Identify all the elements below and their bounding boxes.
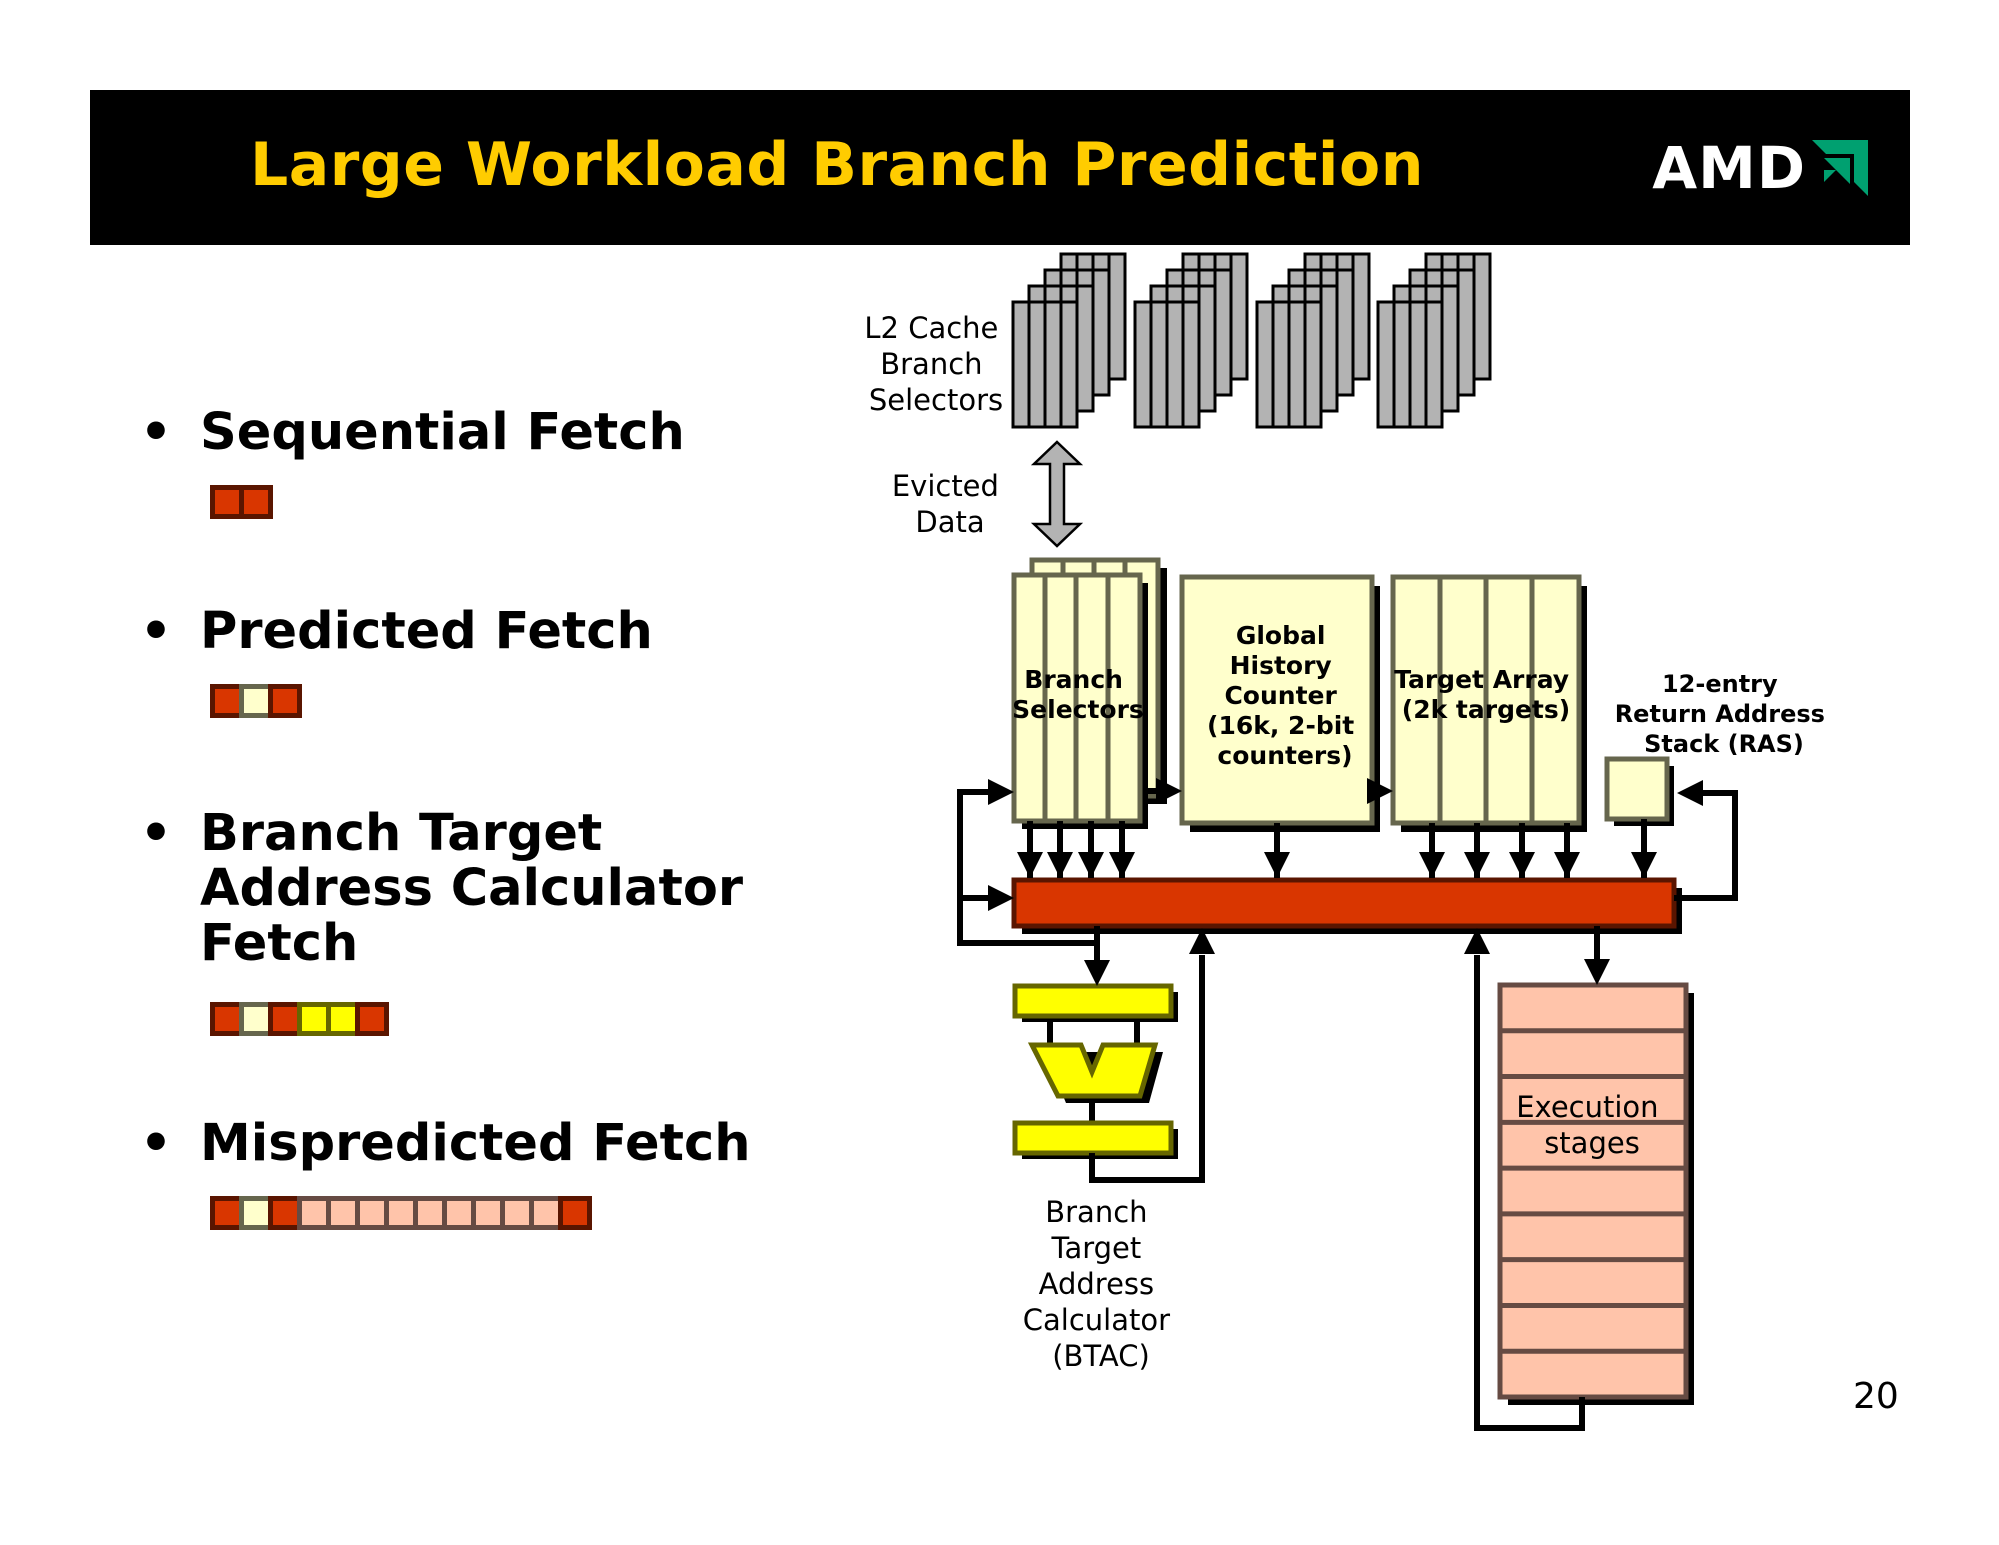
logo-text: AMD [1652, 134, 1806, 202]
bullet-label: Sequential Fetch [200, 403, 685, 462]
bullet-label-line-3: Fetch [200, 914, 359, 973]
btac-block [1012, 983, 1178, 1159]
arrow-right-icon [1156, 778, 1182, 804]
arrow-down-icon [1109, 852, 1135, 878]
fetch-cell-cream [239, 684, 273, 718]
page-number: 20 [1853, 1376, 1899, 1417]
arrow-down-icon [1509, 852, 1535, 878]
arrow-left-icon [1677, 780, 1703, 806]
evicted-data-label: Evicted Data [892, 469, 1008, 539]
l2-cache-branch-selectors [1011, 252, 1492, 429]
wire [1674, 790, 1738, 901]
fetch-cell-red [355, 1002, 389, 1036]
arrowheads [988, 778, 1703, 986]
arrow-down-icon [1584, 959, 1610, 985]
arrow-up-icon [1464, 928, 1490, 954]
amd-logo: AMD [1652, 134, 1868, 202]
wire [1089, 955, 1205, 1183]
arrow-down-icon [1464, 852, 1490, 878]
arrow-down-icon [1084, 960, 1110, 986]
l2-stack [1376, 252, 1492, 429]
ras-block [1604, 756, 1674, 826]
arrow-right-icon [988, 779, 1014, 805]
ras-label: 12-entry Return Address Stack (RAS) [1615, 670, 1834, 758]
fetch-cell-salmon [500, 1196, 534, 1230]
fetch-address-bus [1011, 877, 1682, 934]
fetch-cell-red [268, 684, 302, 718]
l2-cache-label: L2 Cache Branch Selectors [864, 311, 1007, 417]
arrow-down-icon [1047, 852, 1073, 878]
l2-stack [1133, 252, 1249, 429]
bullet-label: Mispredicted Fetch [200, 1114, 751, 1173]
branch-selectors-block: Branch Selectors [1011, 557, 1167, 829]
slide-header: Large Workload Branch Prediction AMD [90, 90, 1910, 245]
fetch-strip [210, 1196, 598, 1236]
arrow-up-icon [1189, 928, 1215, 954]
btac-adder-icon [1027, 1042, 1159, 1099]
bullet-label-line-1: Branch Target [200, 804, 603, 863]
arrow-down-icon [1078, 852, 1104, 878]
branch-selectors-label: Branch Selectors [1012, 665, 1144, 724]
wire [1474, 955, 1585, 1431]
arrow-right-icon [988, 885, 1014, 911]
l2-stack [1255, 252, 1371, 429]
btac-label: Branch Target Address Calculator (BTAC) [1023, 1195, 1179, 1373]
bullet-marker: • [140, 1114, 172, 1172]
arrow-right-icon [1367, 778, 1393, 804]
execution-stages-label: Execution stages [1516, 1090, 1668, 1160]
target-array-label: Target Array (2k targets) [1394, 665, 1578, 724]
arrow-down-icon [1017, 852, 1043, 878]
global-history-counter-block: Global History Counter (16k, 2-bit count… [1179, 574, 1380, 832]
bullet-marker: • [140, 804, 172, 862]
arrow-down-icon [1554, 852, 1580, 878]
ghc-label: Global History Counter (16k, 2-bit count… [1207, 621, 1363, 770]
fetch-cell-red [558, 1196, 592, 1230]
arrow-down-icon [1631, 852, 1657, 878]
bullet-label: Predicted Fetch [200, 602, 653, 661]
bullet-marker: • [140, 602, 172, 660]
fetch-cell-red [239, 485, 273, 519]
arrow-down-icon [1264, 852, 1290, 878]
execution-stages-block [1497, 982, 1694, 1405]
slide-title: Large Workload Branch Prediction [250, 130, 1424, 200]
exec-frame [1497, 982, 1689, 1400]
target-array-block: Target Array (2k targets) [1390, 574, 1587, 832]
fetch-cell-salmon [529, 1196, 563, 1230]
arrow-down-icon [1419, 852, 1445, 878]
amd-arrow-logo-icon [1812, 140, 1868, 196]
l2-stack [1011, 252, 1127, 429]
bullet-marker: • [140, 403, 172, 461]
bullet-label-line-2: Address Calculator [200, 859, 744, 918]
evicted-data-arrow-icon [1030, 440, 1084, 548]
